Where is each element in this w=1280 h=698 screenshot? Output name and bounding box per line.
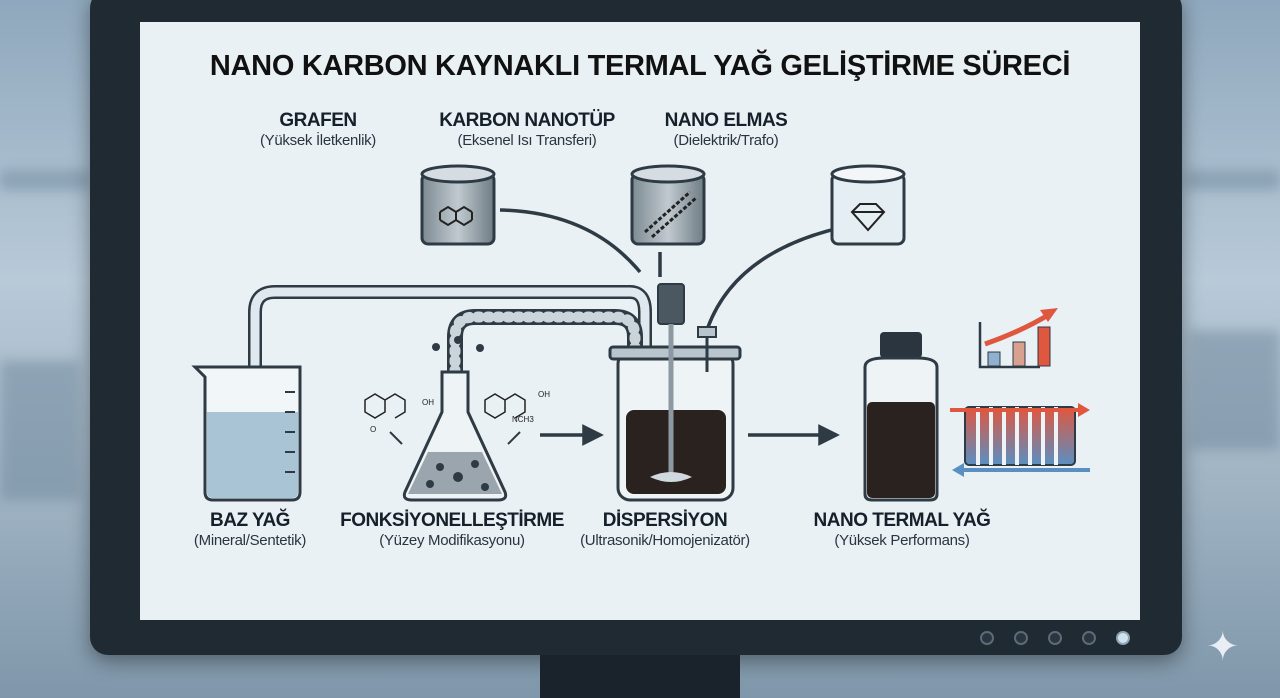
additive-name: NANO ELMAS xyxy=(664,110,788,131)
heat-exchanger-icon xyxy=(950,403,1090,477)
step-name: BAZ YAĞ xyxy=(210,510,290,531)
background-shelf xyxy=(1185,170,1280,190)
additive-name: GRAFEN xyxy=(279,110,357,131)
flow-arrow xyxy=(748,424,840,446)
molecule-label: O xyxy=(370,425,376,434)
step-desc: (Yüksek Performans) xyxy=(834,532,970,549)
step-name: NANO TERMAL YAĞ xyxy=(813,510,991,531)
pipe-functionalized xyxy=(447,309,643,388)
step-name: DİSPERSİYON xyxy=(602,510,728,531)
step-functionalization: FONKSİYONELLEŞTİRME(Yüzey Modifikasyonu) xyxy=(340,510,564,549)
monitor-stand xyxy=(540,655,740,698)
flow-arrow xyxy=(540,424,604,446)
additive-desc: (Eksenel Isı Transferi) xyxy=(457,132,597,149)
power-button[interactable] xyxy=(1116,631,1130,645)
molecule-label: OH xyxy=(538,390,550,399)
step-dispersion: DİSPERSİYON(Ultrasonik/Homojenizatör) xyxy=(580,510,750,549)
step-nano-oil: NANO TERMAL YAĞ(Yüksek Performans) xyxy=(814,510,991,549)
dispersion-reactor xyxy=(608,283,742,502)
additive-nanotube: KARBON NANOTÜP(Eksenel Isı Transferi) xyxy=(439,110,615,149)
additive-desc: (Yüksek İletkenlik) xyxy=(259,132,377,149)
molecule-label: NCH3 xyxy=(512,415,534,424)
step-name: FONKSİYONELLEŞTİRME xyxy=(340,510,564,531)
nanodiamond-canister xyxy=(830,164,906,246)
molecule-label: OH xyxy=(422,398,434,407)
graphene-canister xyxy=(420,164,496,246)
additive-nanodiamond: NANO ELMAS(Dielektrik/Trafo) xyxy=(665,110,788,149)
step-base-oil: BAZ YAĞ(Mineral/Sentetik) xyxy=(194,510,306,549)
base-oil-beaker xyxy=(191,365,302,502)
step-desc: (Yüzey Modifikasyonu) xyxy=(379,532,525,549)
process-illustration: OH O OH NCH3 xyxy=(191,164,1090,502)
sparkle-icon: ✦ xyxy=(1206,625,1240,669)
monitor-button[interactable] xyxy=(1014,631,1028,645)
step-desc: (Ultrasonik/Homojenizatör) xyxy=(580,532,750,549)
background-shelf xyxy=(0,170,90,190)
functionalization-flask: OH O OH NCH3 xyxy=(364,336,550,502)
nanotube-canister xyxy=(630,164,706,246)
step-desc: (Mineral/Sentetik) xyxy=(193,532,307,549)
monitor-button[interactable] xyxy=(1082,631,1096,645)
diagram-title: NANO KARBON KAYNAKLI TERMAL YAĞ GELİŞTİR… xyxy=(209,50,1071,82)
additive-desc: (Dielektrik/Trafo) xyxy=(673,132,779,149)
nano-oil-bottle xyxy=(863,332,939,502)
background-equipment xyxy=(0,360,80,500)
background-equipment xyxy=(1190,330,1280,450)
performance-chart-icon xyxy=(978,308,1058,369)
additive-graphene: GRAFEN(Yüksek İletkenlik) xyxy=(260,110,376,149)
monitor-button[interactable] xyxy=(1048,631,1062,645)
additive-name: KARBON NANOTÜP xyxy=(439,110,615,131)
diagram-screen: NANO KARBON KAYNAKLI TERMAL YAĞ GELİŞTİR… xyxy=(140,22,1140,620)
monitor-button[interactable] xyxy=(980,631,994,645)
